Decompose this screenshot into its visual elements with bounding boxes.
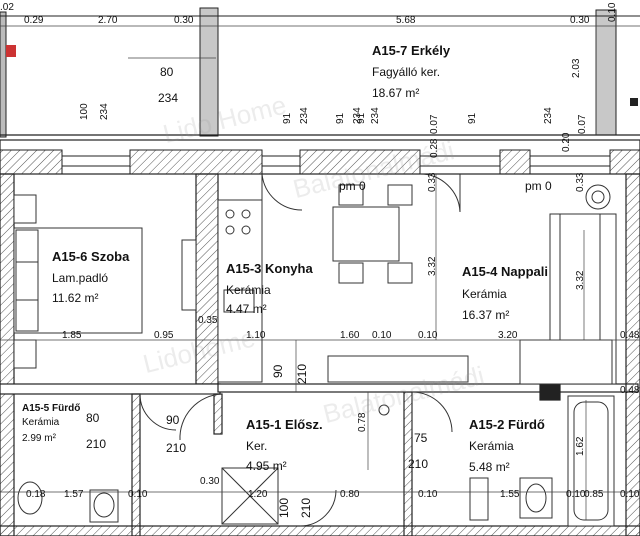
dimension-label: 0.95: [154, 330, 174, 341]
room-name-bath: A15-2 Fürdő: [469, 417, 545, 432]
dimension-label: 2.70: [98, 15, 118, 26]
room-floor-bedroom: Lam.padló: [52, 271, 109, 285]
interior-walls: [0, 173, 640, 536]
room-floor-living: Kerámia: [462, 287, 507, 301]
room-area-balcony: 18.67 m²: [372, 86, 420, 100]
dimension-label: 0.18: [26, 489, 46, 500]
dimension-label: 0.85: [584, 489, 604, 500]
dimension-label: 0.33: [427, 172, 438, 192]
level-mark: pm 0: [525, 179, 552, 193]
room-floor-balcony: Fagyálló ker.: [372, 65, 441, 79]
dimension-label: 1.85: [62, 330, 82, 341]
dimension-label: 0.80: [340, 489, 360, 500]
room-floor-bath-small: Kerámia: [22, 417, 60, 428]
room-name-balcony: A15-7 Erkély: [372, 43, 451, 58]
dimension-label: 0.48: [620, 385, 640, 396]
dimension-label: 0.30: [200, 476, 220, 487]
dimension-label: 2.03: [571, 58, 582, 78]
dimension-label: .02: [0, 2, 14, 13]
dimension-label: 0.30: [174, 15, 194, 26]
dimension-label: 75: [414, 431, 428, 445]
dimension-label: 1.62: [575, 436, 586, 456]
dimension-label: 0.10: [418, 330, 438, 341]
dimension-label: 1.10: [246, 330, 266, 341]
dimension-lines: [0, 16, 640, 520]
room-area-living: 16.37 m²: [462, 308, 510, 322]
dimension-label: 210: [299, 497, 313, 518]
dimension-label: 91: [282, 112, 293, 124]
room-floor-bath: Kerámia: [469, 439, 514, 453]
dimension-label: 0.28: [429, 138, 440, 158]
dimension-label: 210: [86, 437, 107, 451]
dimension-label: 0.30: [570, 15, 590, 26]
dimension-label: 0.10: [128, 489, 148, 500]
level-mark: pm 0: [339, 179, 366, 193]
balcony-walls: [0, 7, 640, 138]
dimension-label: 0.35: [198, 315, 218, 326]
dimension-label: 0.78: [357, 412, 368, 432]
dimension-label: 0.07: [577, 114, 588, 134]
dimension-label: 91: [356, 112, 367, 124]
room-name-bedroom: A15-6 Szoba: [52, 249, 130, 264]
dimension-label: 234: [158, 91, 179, 105]
dimension-label: 0.07: [429, 114, 440, 134]
dimension-label: 5.68: [396, 15, 416, 26]
dimension-label: 0.29: [24, 15, 44, 26]
dimension-label: 80: [86, 411, 100, 425]
dimension-label: 0.48: [620, 330, 640, 341]
dimension-label: 0.10: [418, 489, 438, 500]
room-area-kitchen: 4.47 m²: [226, 302, 267, 316]
doors: [139, 173, 461, 527]
dimension-label: 90: [166, 413, 180, 427]
dimension-label: 91: [335, 112, 346, 124]
room-name-kitchen: A15-3 Konyha: [226, 261, 313, 276]
dimension-label: 0.20: [561, 132, 572, 152]
room-floor-hall: Ker.: [246, 439, 268, 453]
dimension-label: 0.10: [620, 489, 640, 500]
room-area-bedroom: 11.62 m²: [52, 291, 99, 305]
room-area-hall: 4.95 m²: [246, 459, 287, 473]
dimension-label: 100: [277, 497, 291, 518]
dimension-label: 1.57: [64, 489, 84, 500]
dimension-label: 1.60: [340, 330, 360, 341]
dimension-label: 234: [543, 107, 554, 124]
dimension-label: 0.10: [372, 330, 392, 341]
dimension-label: 234: [370, 107, 381, 124]
dimension-label: 0.10: [607, 2, 618, 22]
room-name-living: A15-4 Nappali: [462, 264, 548, 279]
dimension-label: 90: [271, 364, 285, 378]
dimension-label: 100: [79, 103, 90, 120]
dimension-label: 210: [408, 457, 429, 471]
dimension-label: 3.32: [427, 256, 438, 276]
dimension-label: 3.32: [575, 270, 586, 290]
dimension-label: 0.10: [566, 489, 586, 500]
dimension-label: 210: [166, 441, 187, 455]
dimension-label: 234: [99, 103, 110, 120]
dimension-label: 0.33: [575, 172, 586, 192]
room-area-bath: 5.48 m²: [469, 460, 510, 474]
room-name-bath-small: A15-5 Fürdő: [22, 403, 81, 414]
dimension-label: 80: [160, 65, 174, 79]
dimension-label: 234: [299, 107, 310, 124]
dimension-label: 91: [467, 112, 478, 124]
dimension-label: 3.20: [498, 330, 518, 341]
exterior-wall: [0, 139, 640, 175]
dimension-label: 1.55: [500, 489, 520, 500]
furniture: [13, 184, 617, 527]
room-name-hall: A15-1 Elősz.: [246, 417, 323, 432]
dimension-label: 210: [295, 363, 309, 384]
room-area-bath-small: 2.99 m²: [22, 433, 56, 444]
room-floor-kitchen: Kerámia: [226, 283, 271, 297]
dimension-label: 1.20: [248, 489, 268, 500]
